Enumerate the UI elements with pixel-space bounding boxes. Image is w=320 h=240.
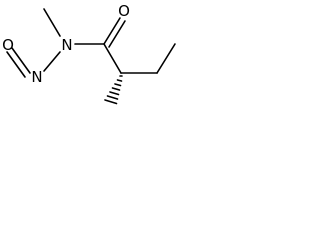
chemical-structure: O N N O <box>2 2 176 105</box>
bond-carbonyl-stereocenter <box>103 43 122 74</box>
bond-nitroso-double-1 <box>11 47 31 74</box>
atom-label-carbonyl-oxygen: O <box>118 2 130 20</box>
atom-label-nitroso-nitrogen: N <box>31 68 42 86</box>
hashed-wedge-methyl <box>104 75 123 105</box>
atom-label-amide-nitrogen: N <box>61 36 72 54</box>
bond-nitroso-double-2 <box>6 51 26 78</box>
bond-carbonyl-double-2 <box>108 20 126 48</box>
bond-ch2-ch3 <box>156 43 176 74</box>
bond-n-methyl <box>43 8 61 37</box>
bond-n-n-nitroso <box>43 51 61 72</box>
atom-label-nitroso-oxygen: O <box>2 36 14 54</box>
bond-carbonyl-double-1 <box>103 17 121 45</box>
